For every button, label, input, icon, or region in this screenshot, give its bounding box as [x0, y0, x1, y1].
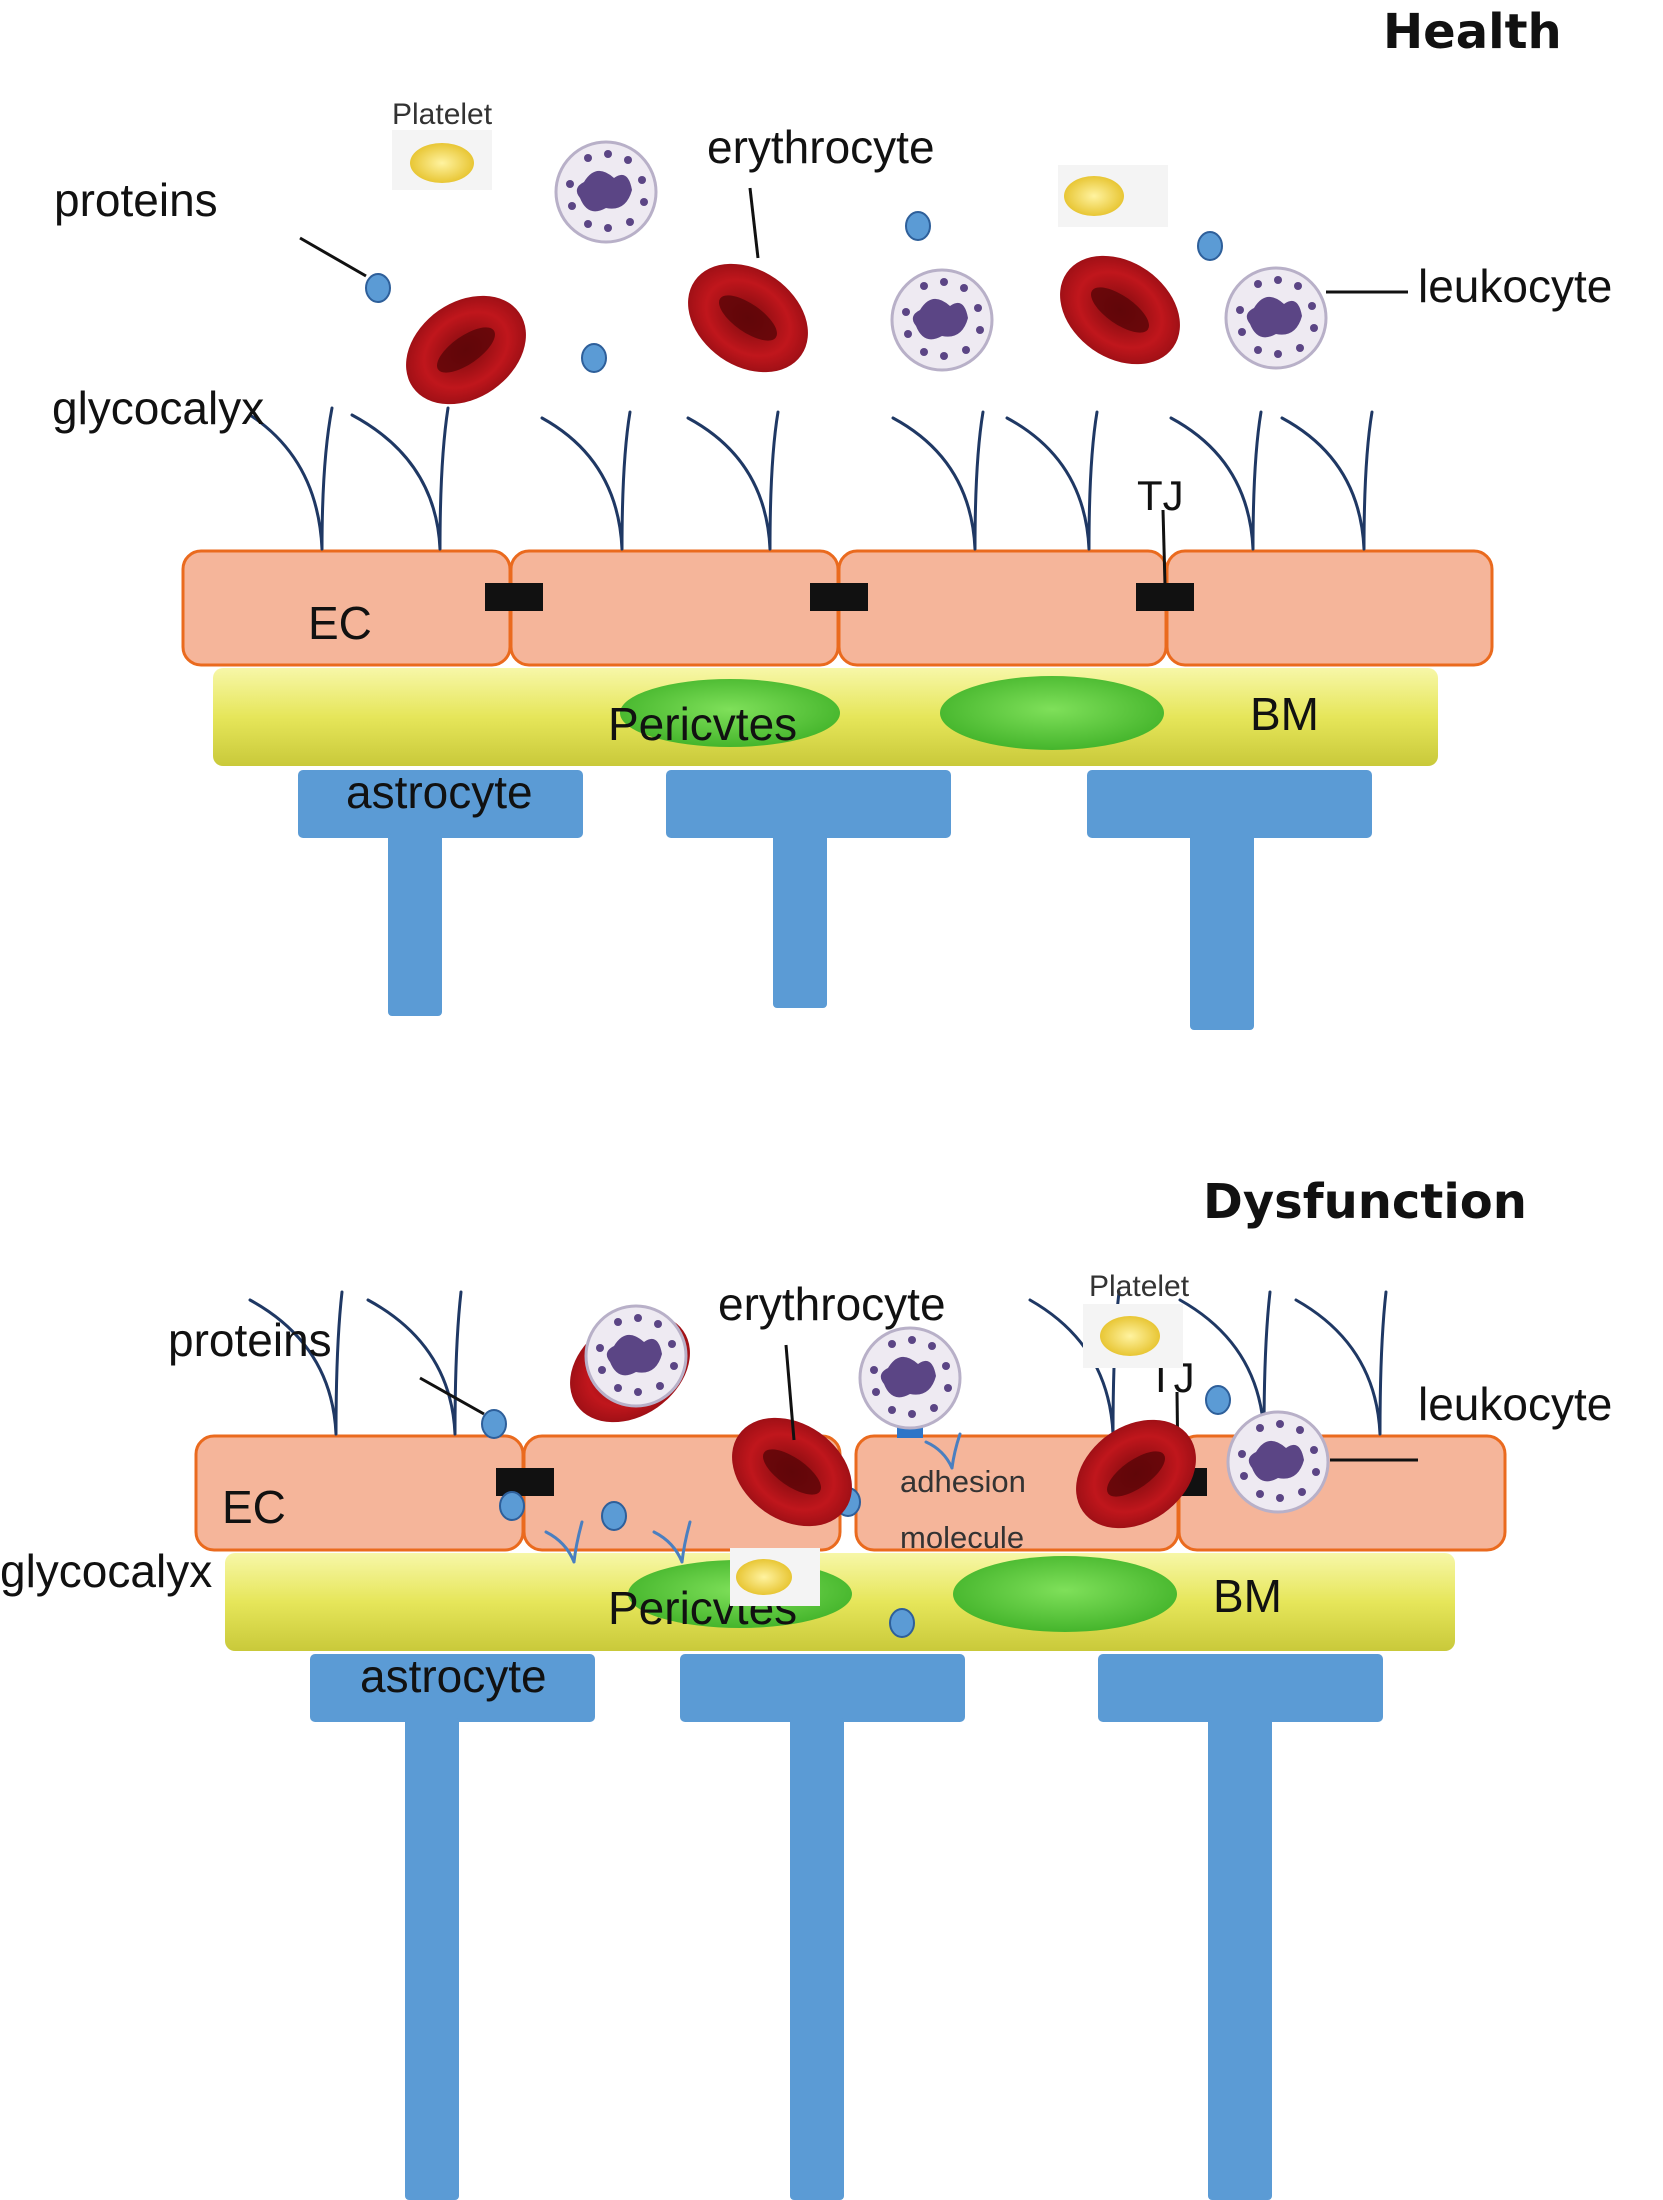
protein	[1197, 231, 1223, 261]
panel-title-health: Health	[1383, 4, 1562, 60]
erythrocyte-cell	[1060, 255, 1180, 365]
protein	[889, 1608, 915, 1638]
astrocytes-layer	[310, 1654, 1383, 2200]
leukocyte-cell	[858, 1326, 962, 1430]
astrocyte-foot	[298, 770, 583, 1016]
protein	[365, 273, 391, 303]
adhesion-label-line2: molecule	[900, 1520, 1024, 1555]
panel-dysfunction: Dysfunction astrocyte Pericvtes BM	[0, 1174, 1612, 2200]
glycocalyx-strand	[350, 406, 450, 551]
leukocyte-cell	[584, 1304, 688, 1408]
astrocytes-layer	[298, 770, 1372, 1030]
erythrocyte-cell	[1076, 1419, 1196, 1529]
protein	[481, 1409, 507, 1439]
panel-health: Health astrocyte Pericvtes BM	[52, 4, 1612, 1030]
glycocalyx-strand	[540, 410, 632, 551]
astrocyte-foot	[1098, 1654, 1383, 2200]
adhesion-label-line1: adhesion	[900, 1464, 1026, 1499]
endothelial-cell	[509, 549, 840, 667]
platelet-cell	[1058, 165, 1168, 227]
protein	[1205, 1385, 1231, 1415]
leukocyte-cell	[1224, 266, 1328, 370]
astrocyte-foot	[680, 1654, 965, 2200]
erythrocyte-pointer	[748, 187, 760, 259]
astrocyte-label: astrocyte	[360, 1650, 547, 1702]
platelet-cell	[392, 130, 492, 190]
glycocalyx-strand	[366, 1290, 463, 1436]
ec-label: EC	[222, 1481, 286, 1533]
glycocalyx-strand	[1294, 1290, 1388, 1436]
pericyte	[940, 676, 1164, 750]
astrocyte-foot	[666, 770, 951, 1008]
leukocyte-label: leukocyte	[1418, 260, 1612, 312]
erythrocyte-pointer	[784, 1344, 796, 1441]
proteins-label: proteins	[54, 174, 218, 226]
astrocyte-foot	[1087, 770, 1372, 1030]
endothelial-layer	[181, 549, 1494, 667]
bm-label: BM	[1250, 688, 1319, 740]
bm-label: BM	[1213, 1570, 1282, 1622]
platelet-label: Platelet	[392, 98, 493, 131]
erythrocyte-label: erythrocyte	[707, 121, 935, 173]
glycocalyx-strand	[1005, 410, 1099, 551]
proteins-pointer	[419, 1376, 485, 1416]
pericytes-label: Pericvtes	[608, 698, 797, 750]
erythrocyte-cell	[406, 295, 526, 405]
panel-title-dysfunction: Dysfunction	[1203, 1174, 1527, 1230]
glycocalyx-label: glycocalyx	[52, 382, 264, 434]
glycocalyx-layer	[248, 406, 1374, 551]
leukocyte-cell	[1226, 1410, 1330, 1514]
tight-junction	[496, 1468, 554, 1496]
shed-glycocalyx-fragments	[544, 1432, 962, 1564]
astrocyte-label: astrocyte	[346, 766, 533, 818]
glycocalyx-strand	[248, 406, 334, 551]
glycocalyx-fragment	[544, 1520, 584, 1564]
pericyte	[620, 679, 840, 747]
tj-pointer	[1161, 509, 1167, 586]
proteins-pointer	[299, 236, 367, 278]
tight-junction	[485, 583, 543, 611]
tight-junctions	[485, 583, 1194, 611]
platelet-cell	[1083, 1304, 1183, 1368]
erythrocyte-cell	[688, 263, 808, 373]
protein	[601, 1501, 627, 1531]
proteins-group	[365, 211, 1223, 373]
glycocalyx-label: glycocalyx	[0, 1545, 212, 1597]
platelet-cell	[730, 1548, 820, 1606]
endothelial-cell	[837, 549, 1168, 667]
glycocalyx-strand	[248, 1290, 344, 1436]
astrocyte-foot	[310, 1654, 595, 2200]
protein	[499, 1491, 525, 1521]
tight-junction	[1136, 583, 1194, 611]
pericyte	[953, 1556, 1177, 1632]
erythrocyte-cell	[732, 1417, 852, 1527]
glycocalyx-strand	[686, 410, 780, 551]
proteins-label: proteins	[168, 1314, 332, 1366]
glycocalyx-fragment	[652, 1520, 692, 1564]
glycocalyx-strand	[1169, 410, 1263, 551]
glycocalyx-strand	[891, 410, 985, 551]
proteins-group	[481, 1385, 1231, 1531]
tight-junction	[810, 583, 868, 611]
protein	[905, 211, 931, 241]
leukocyte-label: leukocyte	[1418, 1378, 1612, 1430]
glycocalyx-fragment	[924, 1432, 962, 1470]
protein	[581, 343, 607, 373]
endothelial-cell	[1165, 549, 1494, 667]
tj-label: TJ	[1137, 472, 1184, 519]
leukocyte-cell	[890, 268, 994, 372]
platelet-label: Platelet	[1089, 1270, 1190, 1303]
glycocalyx-strand	[1280, 410, 1374, 551]
erythrocyte-label: erythrocyte	[718, 1278, 946, 1330]
ec-label: EC	[308, 597, 372, 649]
leukocyte-cell	[554, 140, 658, 244]
